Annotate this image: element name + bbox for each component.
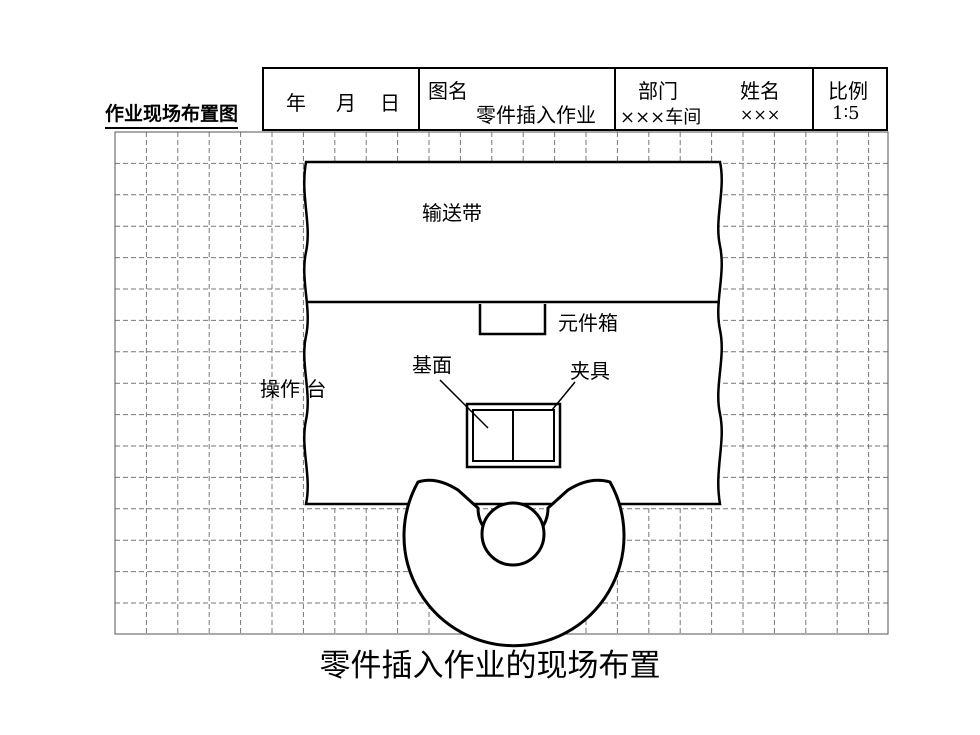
operator-head [480,501,546,567]
month-label: 月 [336,91,356,115]
department-value: ×××车间 [620,107,702,128]
title-block: 年 月 日 图名 零件插入作业 部门 姓名 ×××车间 ××× 比例 1∶5 [262,67,888,131]
scale-value: 1∶5 [832,103,860,124]
fixture-leader [551,381,576,411]
drawing-name-cell: 图名 零件插入作业 [420,69,616,129]
year-label: 年 [286,91,306,115]
figure-caption: 零件插入作业的现场布置 [319,648,661,684]
date-cell: 年 月 日 [264,69,420,129]
drawing-name-label: 图名 [428,79,468,103]
day-label: 日 [380,91,400,115]
conveyor-label: 输送带 [422,201,482,225]
person-label: 姓名 [740,79,780,103]
base-surface-label: 基面 [412,353,452,377]
scale-cell: 比例 1∶5 [814,69,886,129]
person-value: ××× [740,105,781,124]
parts-box [478,304,547,336]
department-label: 部门 [638,79,678,103]
workbench-label: 操作 台 [260,377,326,401]
base-surface-leader [439,379,489,429]
parts-box-label: 元件箱 [558,311,618,335]
form-title: 作业现场布置图 [105,102,239,129]
department-person-cell: 部门 姓名 ×××车间 ××× [616,69,814,129]
scale-label: 比例 [828,79,868,103]
fixture-label: 夹具 [570,359,610,383]
drawing-name: 零件插入作业 [476,103,596,127]
